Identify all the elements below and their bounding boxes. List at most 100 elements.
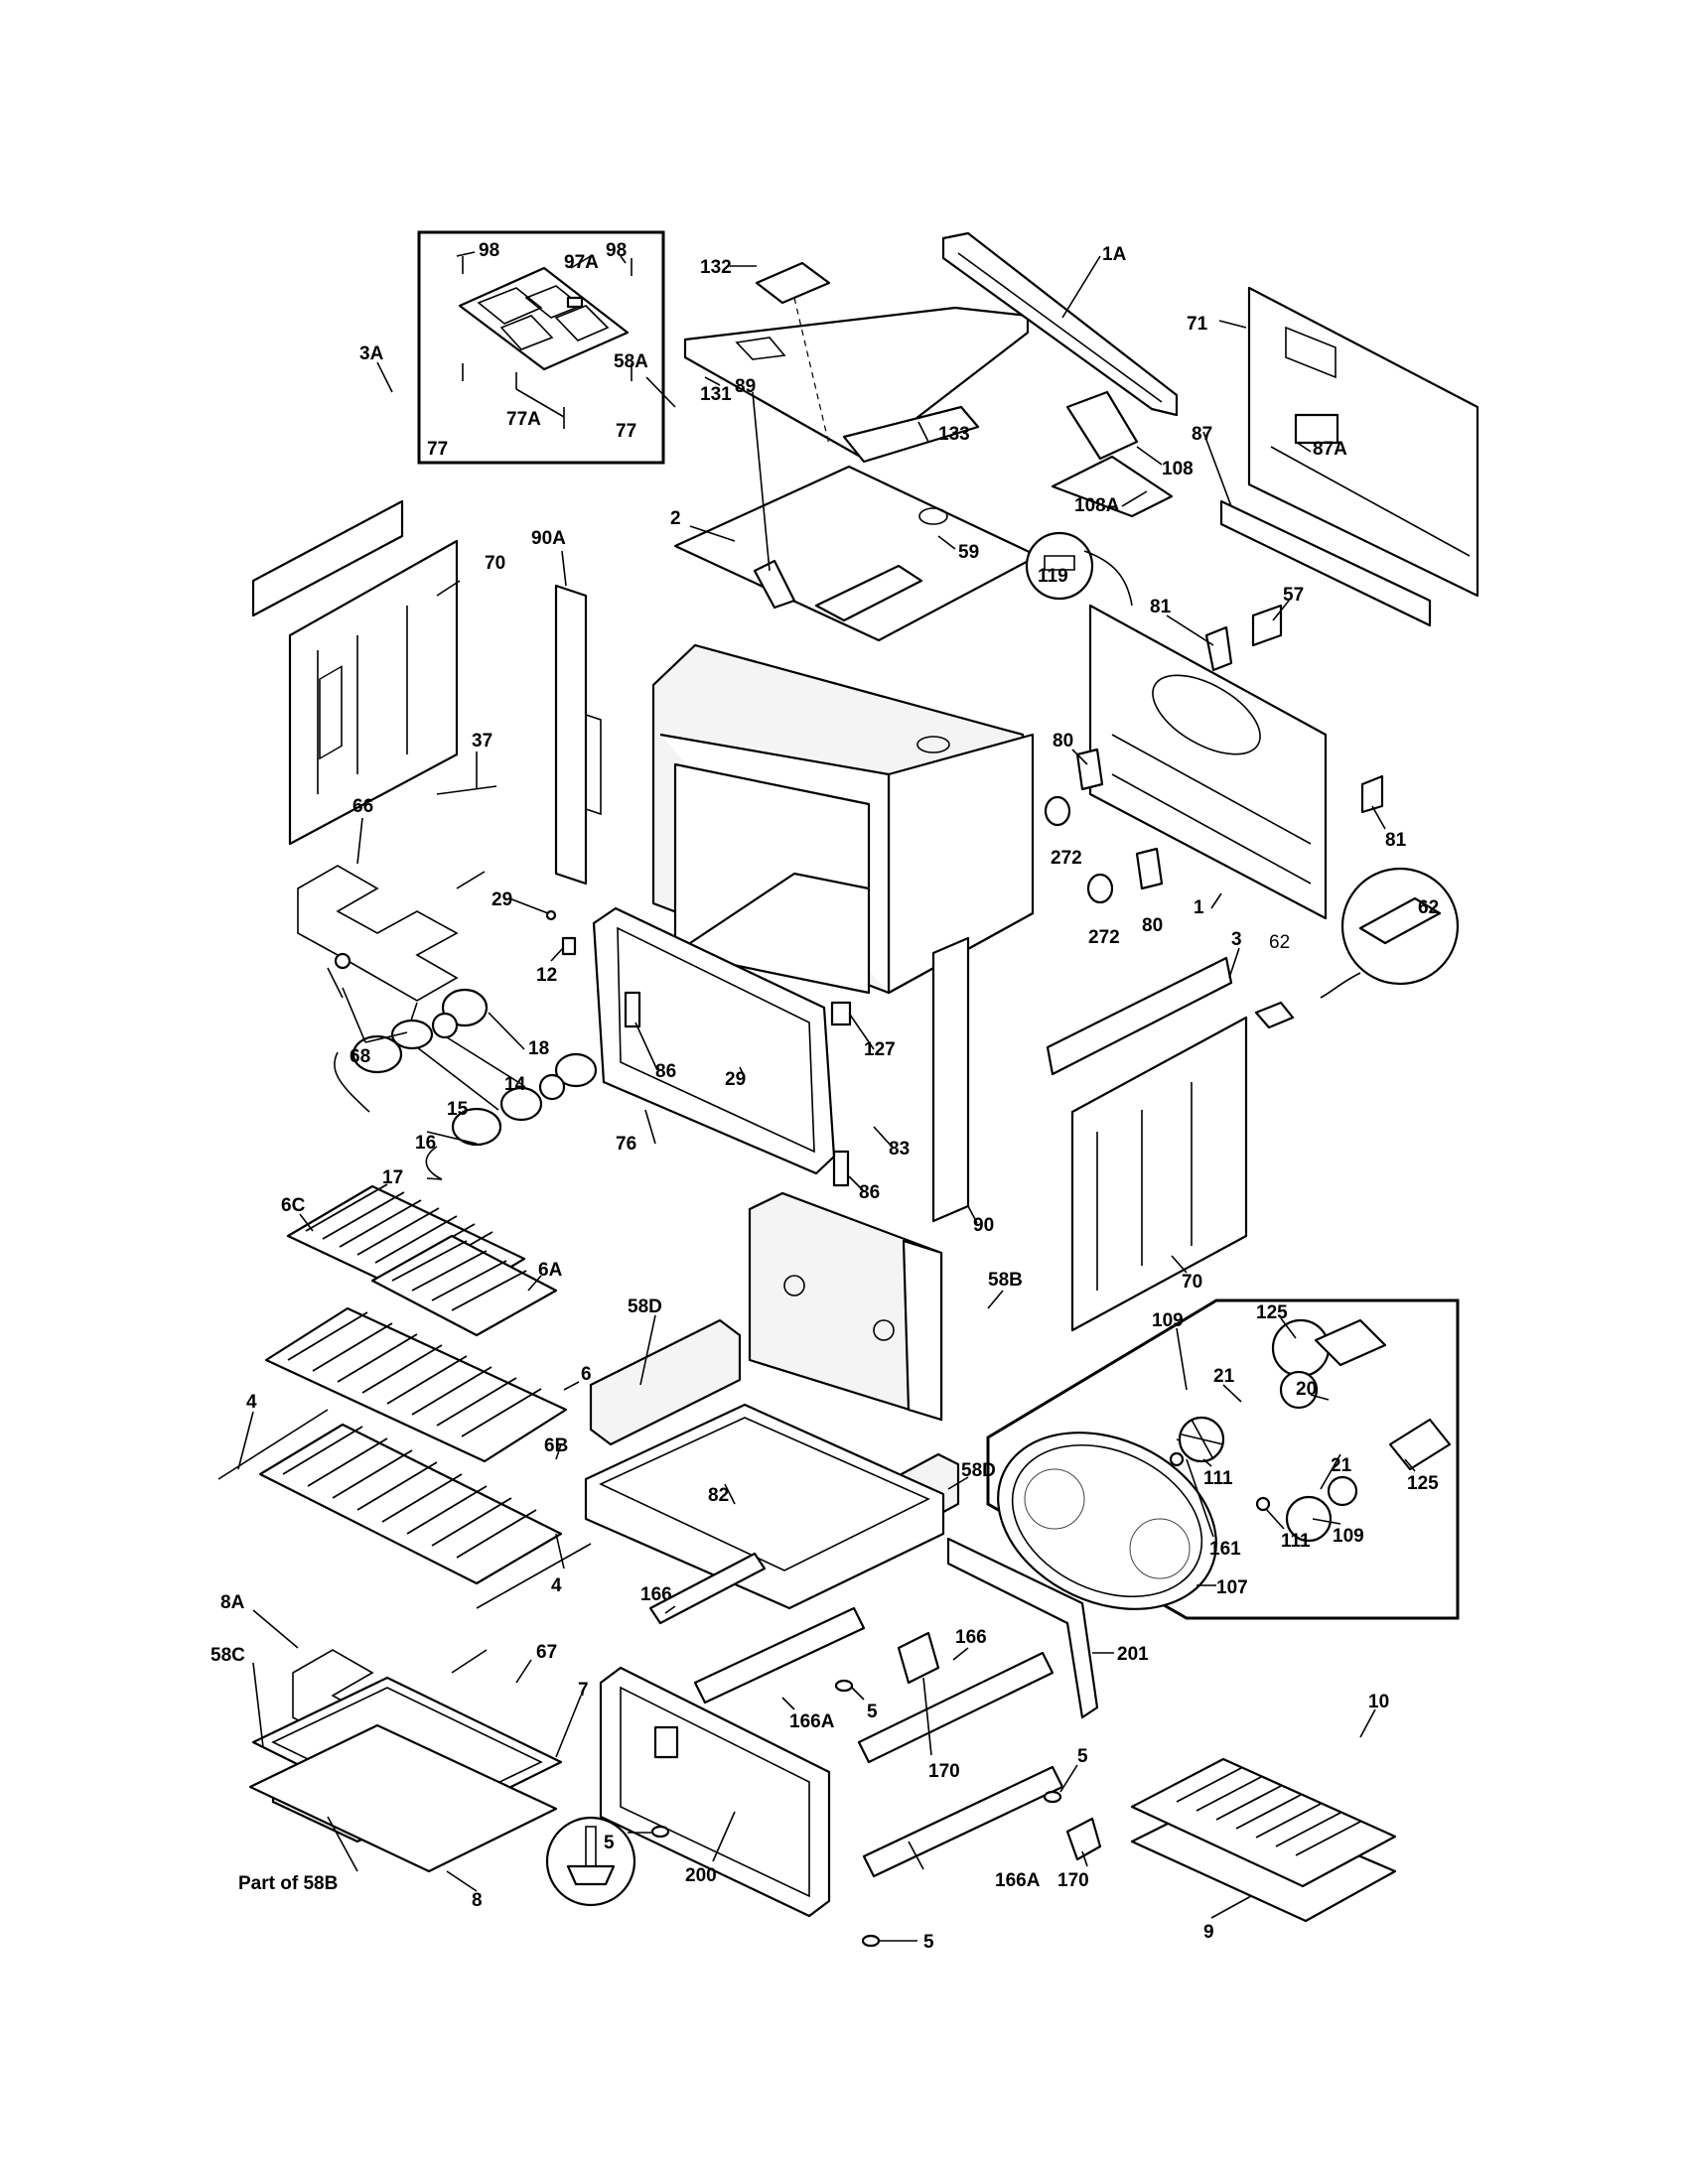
label-70-top: 70 (485, 553, 505, 574)
part-labels: 98 97A 98 77 77A 77 132 131 1A 71 87 87A… (211, 240, 1439, 1953)
label-97A: 97A (564, 252, 599, 273)
label-4-right: 4 (551, 1575, 562, 1596)
label-125-right: 125 (1407, 1473, 1439, 1494)
label-87: 87 (1192, 424, 1212, 445)
slide-rail-166A-bottom (862, 1765, 1064, 1878)
convection-fan-inset (986, 1298, 1460, 1620)
label-86-bottom: 86 (859, 1182, 880, 1203)
label-82: 82 (708, 1485, 729, 1506)
label-71: 71 (1187, 314, 1208, 335)
label-170-bottom: 170 (1057, 1870, 1089, 1891)
label-17: 17 (382, 1167, 403, 1188)
label-201: 201 (1117, 1644, 1149, 1665)
label-59: 59 (958, 542, 979, 563)
side-strip-90A (554, 584, 602, 886)
label-77-right: 77 (616, 421, 636, 442)
oven-rack-6 (264, 1306, 568, 1463)
label-66: 66 (352, 796, 373, 817)
label-58C: 58C (211, 1645, 245, 1666)
label-57: 57 (1283, 585, 1304, 606)
probe-127 (830, 1001, 852, 1026)
label-18: 18 (528, 1038, 549, 1059)
side-panel-3 (1046, 956, 1248, 1332)
label-109-top: 109 (1152, 1310, 1184, 1331)
sensor-37 (436, 785, 497, 795)
slide-rail-166-left (648, 1552, 767, 1625)
slide-rail-166A-top (693, 1606, 866, 1705)
bracket-81-right (1360, 774, 1384, 814)
label-125-top: 125 (1256, 1302, 1288, 1323)
side-strip-90 (931, 936, 970, 1223)
label-6: 6 (581, 1364, 592, 1385)
label-272-bottom: 272 (1088, 927, 1120, 948)
bracket-80 (1075, 748, 1164, 890)
label-108: 108 (1162, 459, 1194, 479)
label-111-bottom: 111 (1281, 1531, 1311, 1552)
label-109-bottom: 109 (1333, 1526, 1364, 1547)
base-frame-82 (584, 1403, 945, 1610)
label-67: 67 (536, 1642, 557, 1663)
side-panel-3A (251, 499, 459, 846)
label-133: 133 (938, 424, 970, 445)
bracket-170 (897, 1631, 1102, 1861)
oven-rack-6A (370, 1234, 558, 1337)
rear-frame-1A (941, 231, 1179, 417)
top-heat-shield-131 (683, 297, 1030, 461)
label-12: 12 (536, 965, 557, 986)
label-90: 90 (973, 1215, 994, 1236)
label-87A: 87A (1313, 439, 1347, 460)
thermal-switch-119 (1025, 531, 1133, 607)
label-1A: 1A (1102, 244, 1127, 265)
front-frame-76 (592, 906, 850, 1187)
label-20: 20 (1296, 1379, 1317, 1400)
label-108A: 108A (1074, 495, 1120, 516)
label-29-mid: 29 (725, 1069, 746, 1090)
label-200: 200 (685, 1865, 717, 1886)
side-rail-201 (946, 1537, 1099, 1719)
label-272-top: 272 (1051, 848, 1082, 869)
label-98-right: 98 (606, 240, 627, 261)
label-21-right: 21 (1331, 1455, 1352, 1476)
rear-panel-71 (1219, 286, 1479, 627)
oven-top-panel-2 (673, 405, 1040, 642)
label-58A: 58A (614, 351, 648, 372)
label-3: 3 (1231, 929, 1242, 950)
label-70-right: 70 (1182, 1272, 1202, 1293)
label-166A-top: 166A (789, 1711, 835, 1732)
label-131: 131 (700, 384, 732, 405)
label-89: 89 (735, 376, 756, 397)
label-86-top: 86 (655, 1061, 676, 1082)
terminal-detail-62 (1254, 867, 1460, 1029)
label-9: 9 (1203, 1922, 1214, 1943)
oven-cavity-insulation-58A (651, 643, 1035, 995)
label-3A: 3A (359, 343, 384, 364)
label-5-bottom: 5 (923, 1932, 934, 1953)
leader-lines (237, 251, 1416, 1942)
label-119: 119 (1038, 566, 1068, 587)
label-77-left: 77 (427, 439, 448, 460)
label-127: 127 (864, 1039, 896, 1060)
oven-rack-6B (258, 1423, 563, 1585)
bracket-132 (755, 261, 831, 305)
label-6A: 6A (538, 1260, 563, 1281)
bracket-81-top (1204, 625, 1233, 672)
leveling-leg-5 (545, 1679, 1062, 1948)
rear-wall-1 (1088, 604, 1328, 920)
label-16: 16 (415, 1133, 436, 1154)
label-81-top: 81 (1150, 597, 1172, 617)
label-8: 8 (472, 1890, 483, 1911)
slide-rail-166-right (857, 1651, 1055, 1764)
insulation-strip-58D-left (589, 1318, 742, 1446)
label-8A: 8A (220, 1592, 245, 1613)
label-132: 132 (700, 257, 732, 278)
label-10: 10 (1368, 1692, 1389, 1712)
label-80-top: 80 (1053, 731, 1073, 751)
label-4-left: 4 (246, 1392, 257, 1413)
label-5-foot: 5 (604, 1833, 615, 1853)
label-166-left: 166 (640, 1584, 672, 1605)
bracket-57 (1251, 604, 1283, 647)
light-assembly (334, 988, 598, 1180)
label-29-left: 29 (492, 889, 512, 910)
label-2: 2 (670, 508, 681, 529)
